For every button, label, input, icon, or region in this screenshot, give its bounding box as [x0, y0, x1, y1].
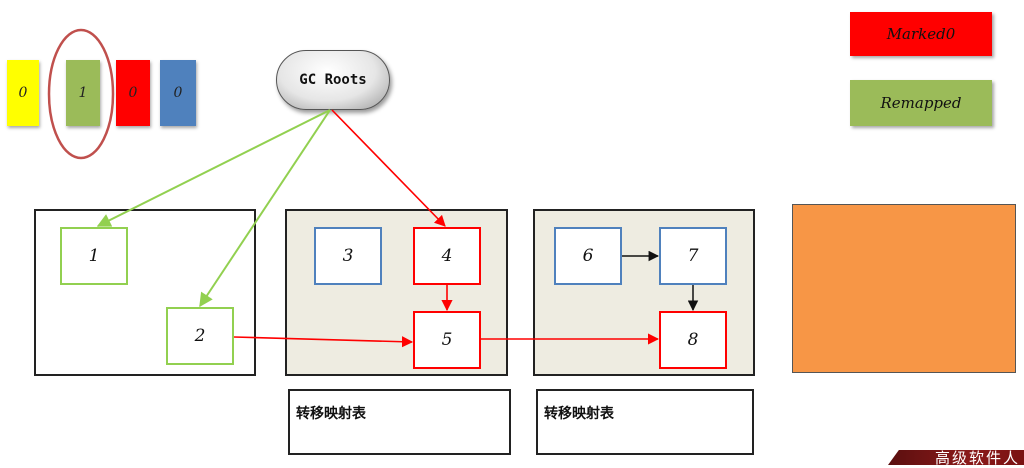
object-node-6-label: 6: [582, 246, 594, 266]
forwarding-table-2-label: 转移映射表: [544, 406, 614, 422]
highlight-ring: [47, 28, 115, 160]
object-node-2-label: 2: [194, 326, 206, 346]
region-4-empty: [792, 204, 1016, 373]
legend-marked0: Marked0: [850, 12, 992, 56]
object-node-4: 4: [413, 227, 481, 285]
object-node-4-label: 4: [441, 246, 453, 266]
watermark-text: 高级软件人: [934, 449, 1020, 467]
bitmap-chip-1-value: 0: [18, 85, 28, 101]
bitmap-chip-1: 0: [7, 60, 39, 126]
bitmap-chip-3: 0: [116, 60, 150, 126]
object-node-1: 1: [60, 227, 128, 285]
bitmap-chip-2-value: 1: [78, 85, 88, 101]
forwarding-table-2: 转移映射表: [536, 389, 754, 455]
gc-roots-label: GC Roots: [299, 72, 367, 88]
edge-gcroots-to-4: [331, 109, 446, 227]
object-node-5: 5: [413, 311, 481, 369]
edge-gcroots-to-1: [96, 109, 331, 227]
object-node-7: 7: [659, 227, 727, 285]
legend-remapped: Remapped: [850, 80, 992, 126]
legend-marked0-label: Marked0: [886, 25, 956, 43]
gc-roots-node: GC Roots: [276, 50, 390, 110]
object-node-7-label: 7: [687, 246, 699, 266]
object-node-3-label: 3: [342, 246, 354, 266]
bitmap-chip-4-value: 0: [173, 85, 183, 101]
object-node-3: 3: [314, 227, 382, 285]
forwarding-table-1-label: 转移映射表: [296, 406, 366, 422]
object-node-5-label: 5: [441, 330, 453, 350]
bitmap-chip-3-value: 0: [128, 85, 138, 101]
bitmap-chip-4: 0: [160, 60, 196, 126]
object-node-8-label: 8: [687, 330, 699, 350]
object-node-2: 2: [166, 307, 234, 365]
object-node-8: 8: [659, 311, 727, 369]
object-node-1-label: 1: [88, 246, 100, 266]
watermark-banner: 高级软件人: [888, 450, 1024, 465]
bitmap-chip-2: 1: [66, 60, 100, 126]
edge-2-to-5: [233, 336, 414, 348]
forwarding-table-1: 转移映射表: [288, 389, 511, 455]
object-node-6: 6: [554, 227, 622, 285]
legend-remapped-label: Remapped: [880, 94, 962, 112]
edge-gcroots-to-2: [199, 109, 331, 308]
